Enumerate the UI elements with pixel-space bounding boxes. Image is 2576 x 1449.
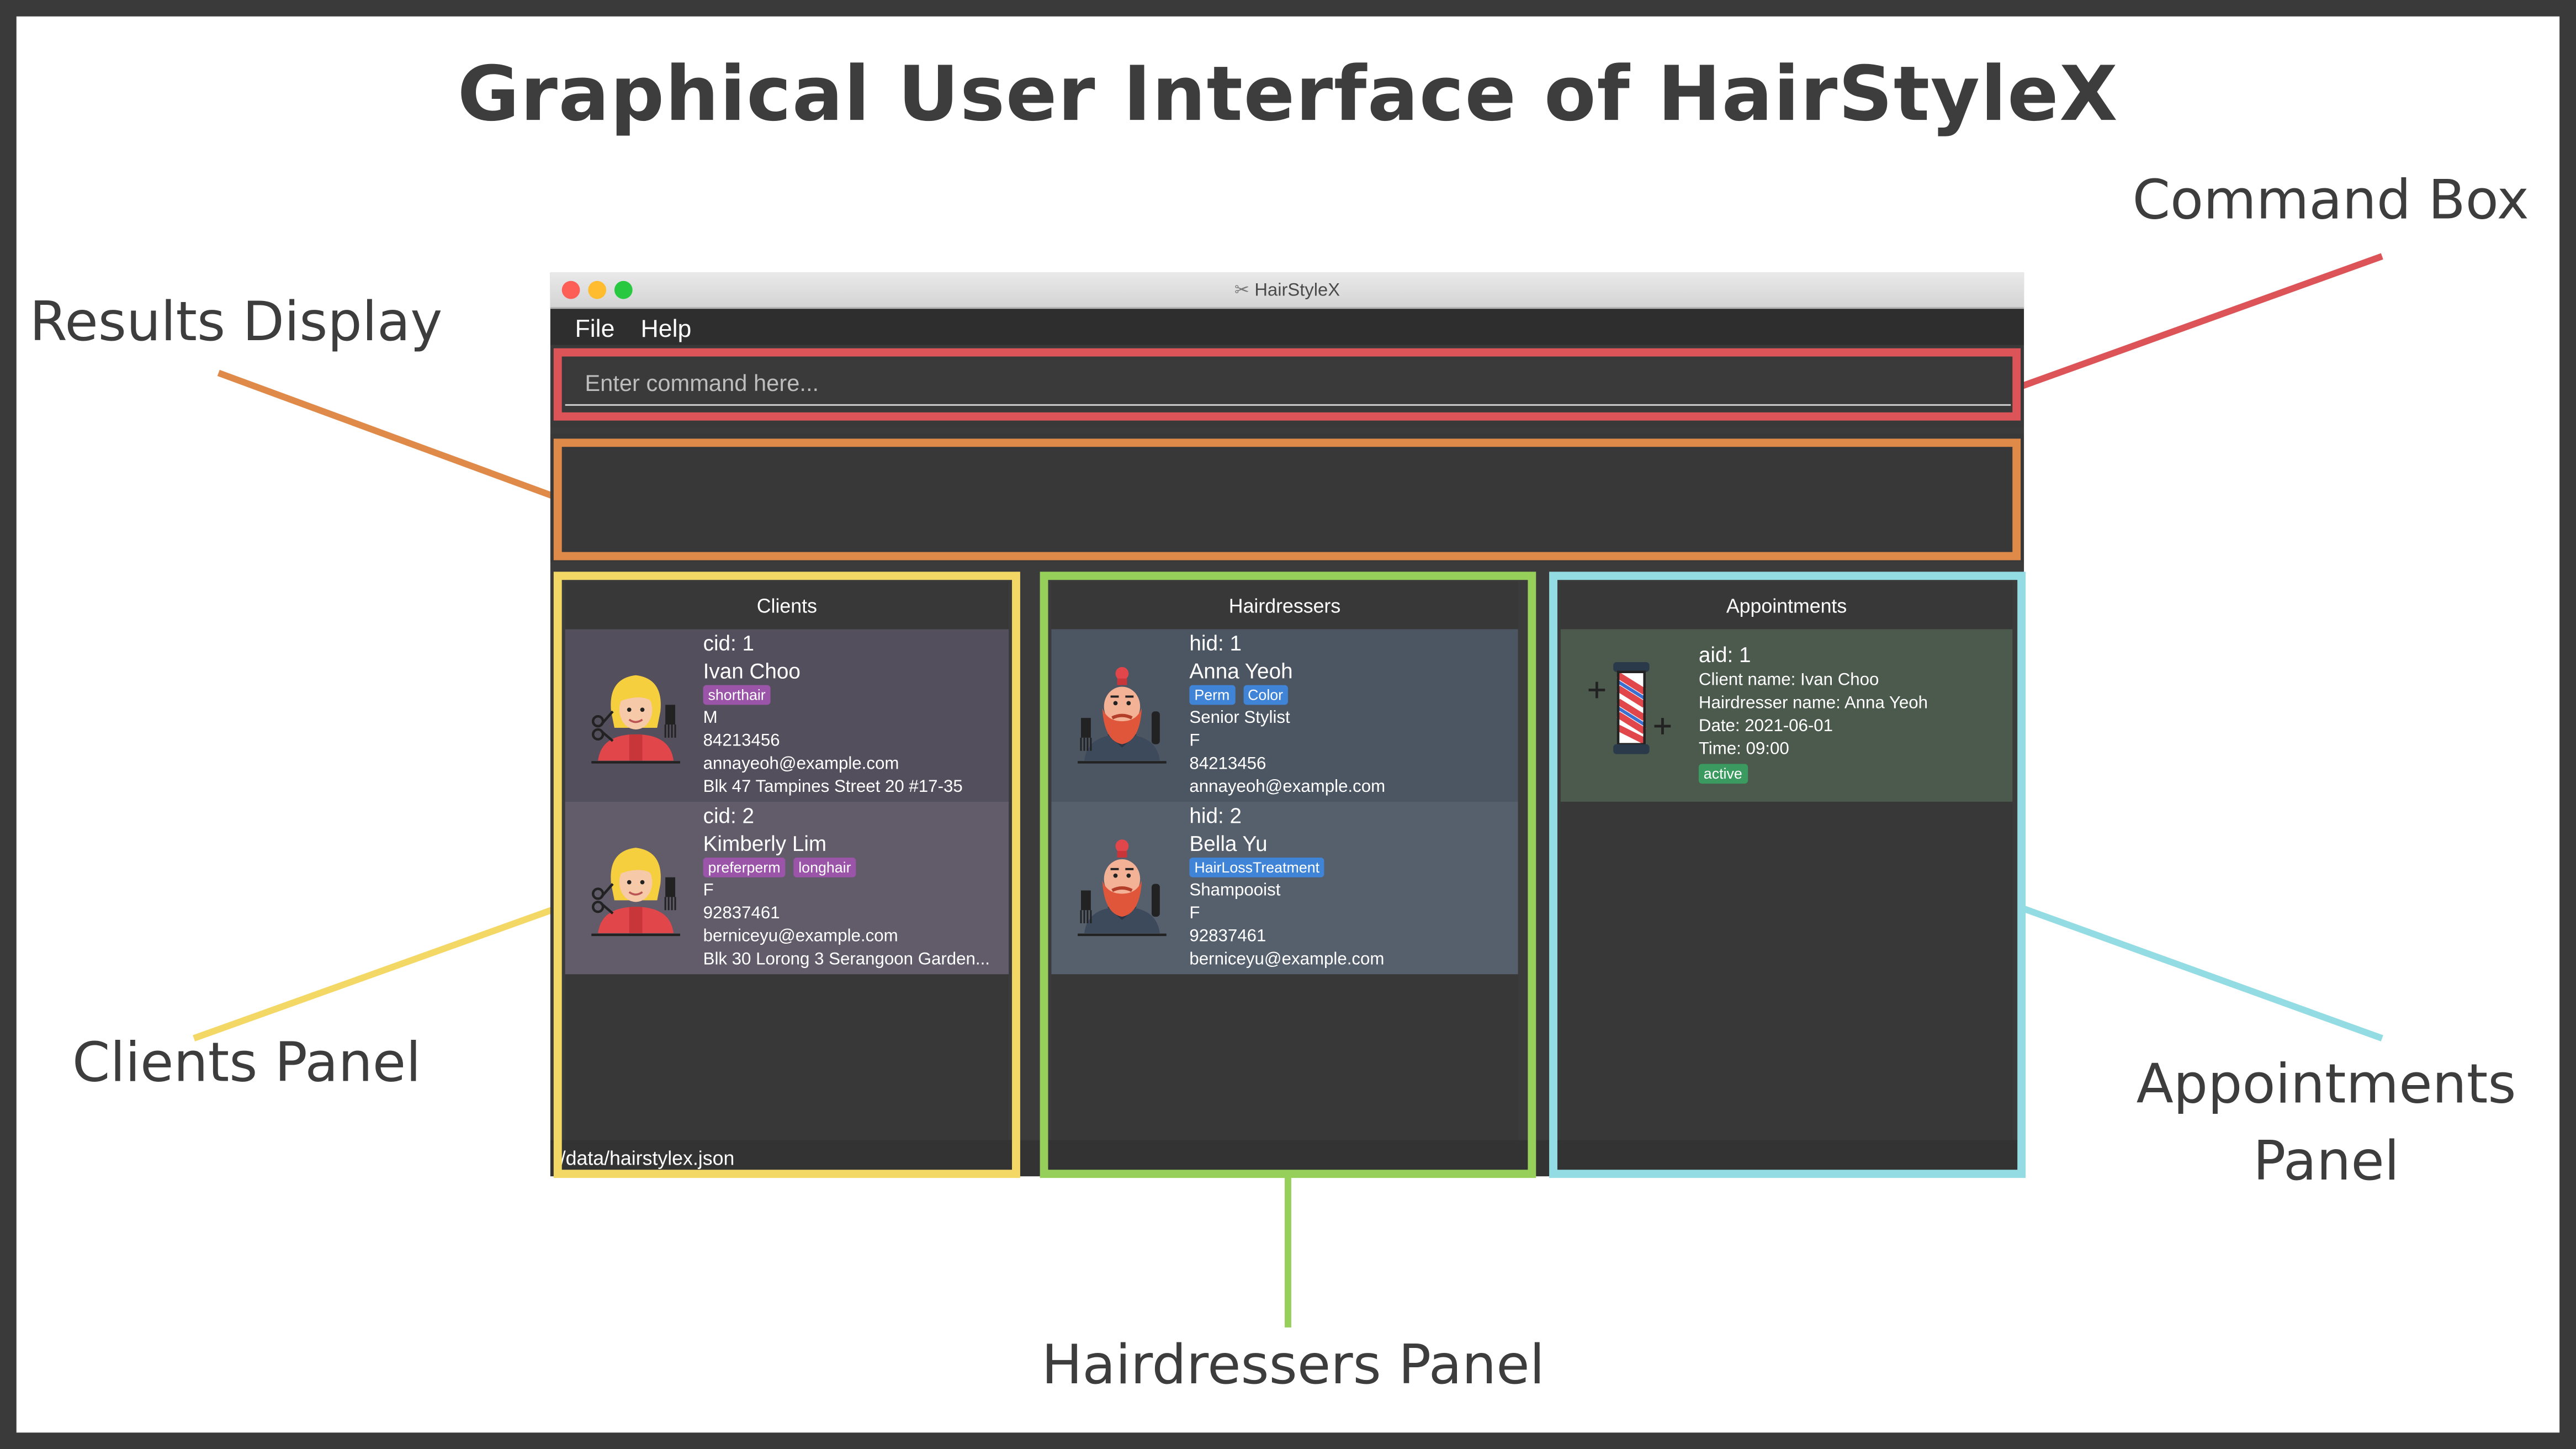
- appointment-status: active: [1698, 764, 1756, 785]
- window-title: ✂ HairStyleX: [550, 279, 2024, 301]
- hairdresser-name: Bella Yu: [1189, 831, 1268, 856]
- hairdresser-tag: Perm: [1189, 685, 1235, 705]
- diagram-title: Graphical User Interface of HairStyleX: [457, 49, 2119, 138]
- client-email: annayeoh@example.com: [703, 754, 899, 774]
- results-display-label: Results Display: [29, 289, 443, 353]
- clients-panel-label: Clients Panel: [72, 1030, 421, 1094]
- hairdresser-email: annayeoh@example.com: [1189, 777, 1386, 797]
- window-title-text: HairStyleX: [1254, 281, 1340, 301]
- hairdresser-tags: Perm Color: [1189, 685, 1296, 707]
- status-bar: /data/hairstylex.json: [550, 1140, 2024, 1177]
- menu-bar: File Help: [550, 309, 2024, 345]
- command-box-label: Command Box: [2132, 167, 2529, 232]
- client-phone: 92837461: [703, 903, 780, 924]
- appointments-panel-label-line2: Panel: [2253, 1128, 2400, 1193]
- client-avatar-icon: [588, 834, 683, 936]
- hairdresser-email: berniceyu@example.com: [1189, 949, 1385, 970]
- hairdressers-panel-label: Hairdressers Panel: [1041, 1332, 1545, 1397]
- hairdresser-avatar-icon: [1074, 662, 1170, 764]
- appointment-status-badge: active: [1698, 764, 1747, 784]
- minimize-window-button[interactable]: [588, 281, 607, 299]
- client-card[interactable]: cid: 1 Ivan Choo shorthair M 84213456 an…: [565, 629, 1009, 802]
- client-id: cid: 2: [703, 803, 755, 828]
- hairdresser-title: Shampooist: [1189, 880, 1281, 901]
- close-window-button[interactable]: [561, 281, 580, 299]
- client-card[interactable]: cid: 2 Kimberly Lim preferperm longhair F…: [565, 801, 1009, 975]
- hairdresser-phone: 92837461: [1189, 926, 1266, 946]
- appointment-card[interactable]: aid: 1 Client name: Ivan Choo Hairdresse…: [1560, 629, 2013, 802]
- hairdressers-panel-header: Hairdressers: [1228, 594, 1341, 618]
- hairdresser-title: Senior Stylist: [1189, 708, 1290, 728]
- client-tag: longhair: [793, 858, 856, 877]
- client-phone: 84213456: [703, 731, 780, 751]
- client-tag: preferperm: [703, 858, 786, 877]
- client-tags: preferperm longhair: [703, 858, 865, 879]
- clients-panel: Clients cid: 1 Ivan Choo shorthair M 842…: [565, 581, 1009, 1140]
- appointment-hairdresser-name: Hairdresser name: Anna Yeoh: [1698, 693, 1928, 713]
- hairdresser-gender: F: [1189, 731, 1200, 751]
- maximize-window-button[interactable]: [614, 281, 633, 299]
- menu-file[interactable]: File: [575, 315, 615, 343]
- client-tags: shorthair: [703, 685, 779, 707]
- menu-help[interactable]: Help: [640, 315, 692, 343]
- hairdresser-card[interactable]: hid: 1 Anna Yeoh Perm Color Senior Stylis…: [1051, 629, 1518, 802]
- appointments-panel-label: Appointments Panel: [2080, 1045, 2573, 1199]
- appointment-id: aid: 1: [1698, 642, 1751, 667]
- hairdresser-id: hid: 2: [1189, 803, 1242, 828]
- result-display: [550, 433, 2024, 562]
- client-address: Blk 30 Lorong 3 Serangoon Garden...: [703, 949, 990, 970]
- appointment-client-name: Client name: Ivan Choo: [1698, 670, 1879, 690]
- hairdresser-tag: HairLossTreatment: [1189, 858, 1325, 877]
- client-tag: shorthair: [703, 685, 771, 705]
- hairdressers-panel: Hairdressers hid: 1 Anna Yeoh Perm Color …: [1051, 581, 1518, 1140]
- hairdresser-phone: 84213456: [1189, 754, 1266, 774]
- client-gender: F: [703, 880, 714, 901]
- command-input[interactable]: [565, 359, 2011, 406]
- barber-pole-icon: [1584, 659, 1679, 760]
- hairdresser-tag: Color: [1243, 685, 1289, 705]
- window-titlebar[interactable]: ✂ HairStyleX: [550, 272, 2024, 309]
- client-name: Ivan Choo: [703, 659, 801, 684]
- hairdresser-gender: F: [1189, 903, 1200, 924]
- appointments-panel: Appointments aid: 1 Client name: Ivan Ch…: [1560, 581, 2013, 1140]
- client-gender: M: [703, 708, 718, 728]
- hairdresser-name: Anna Yeoh: [1189, 659, 1293, 684]
- client-id: cid: 1: [703, 631, 755, 656]
- hairdresser-card[interactable]: hid: 2 Bella Yu HairLossTreatment Shampo…: [1051, 801, 1518, 975]
- hairdresser-avatar-icon: [1074, 834, 1170, 936]
- appointment-date: Date: 2021-06-01: [1698, 716, 1833, 736]
- client-email: berniceyu@example.com: [703, 926, 898, 946]
- appointment-time: Time: 09:00: [1698, 739, 1789, 759]
- client-name: Kimberly Lim: [703, 831, 827, 856]
- status-bar-file-path: /data/hairstylex.json: [560, 1146, 735, 1170]
- scissors-icon: ✂: [1234, 281, 1250, 301]
- client-address: Blk 47 Tampines Street 20 #17-35: [703, 777, 963, 797]
- hairdresser-id: hid: 1: [1189, 631, 1242, 656]
- clients-panel-header: Clients: [756, 594, 817, 618]
- client-avatar-icon: [588, 662, 683, 764]
- command-box: [550, 345, 2024, 427]
- appointments-panel-header: Appointments: [1726, 594, 1847, 618]
- appointments-panel-label-line1: Appointments: [2136, 1051, 2516, 1116]
- app-window: ✂ HairStyleX File Help Clients cid: 1 Iv…: [550, 272, 2024, 1177]
- hairdresser-tags: HairLossTreatment: [1189, 858, 1332, 879]
